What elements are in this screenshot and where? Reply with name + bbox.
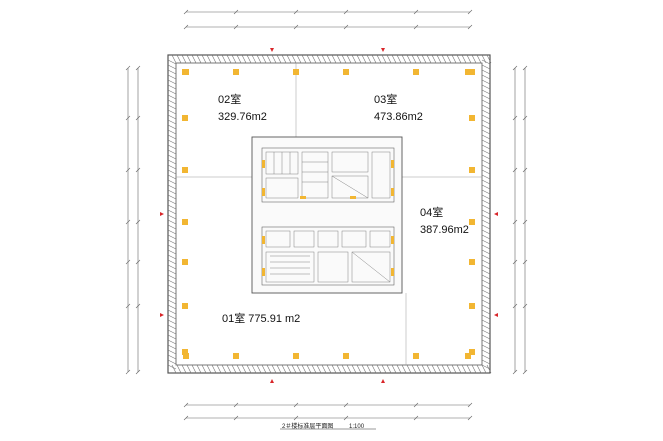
- column: [233, 353, 239, 359]
- column: [343, 69, 349, 75]
- room-03-area: 473.86m2: [374, 111, 423, 123]
- column: [182, 167, 188, 173]
- dimension-ticks: [125, 9, 528, 421]
- column: [293, 69, 299, 75]
- column: [413, 353, 419, 359]
- room-04-area: 387.96m2: [420, 224, 469, 236]
- column: [293, 353, 299, 359]
- column: [182, 69, 188, 75]
- column: [469, 167, 475, 173]
- column: [469, 115, 475, 121]
- column: [469, 69, 475, 75]
- column: [183, 353, 189, 359]
- column: [469, 219, 475, 225]
- room-02-area: 329.76m2: [218, 111, 267, 123]
- column: [233, 69, 239, 75]
- drawing-scale: 1:100: [349, 424, 365, 430]
- column: [465, 353, 471, 359]
- column: [465, 69, 471, 75]
- outer-wall: [167, 54, 492, 374]
- dimension-lines: [127, 11, 526, 419]
- column: [469, 303, 475, 309]
- room-01-label: 01室 775.91 m2: [222, 313, 301, 325]
- column: [182, 303, 188, 309]
- room-03-name: 03室: [374, 94, 398, 106]
- drawing-title: 2＃楼标准层平面图: [282, 424, 334, 430]
- column: [182, 349, 188, 355]
- section-markers: [160, 48, 498, 383]
- column: [413, 69, 419, 75]
- column: [343, 353, 349, 359]
- drawing-title-block: 2＃楼标准层平面图 1:100: [282, 421, 378, 430]
- room-02-name: 02室: [218, 94, 242, 106]
- column: [182, 219, 188, 225]
- core-block: [251, 136, 403, 294]
- room-04-name: 04室: [420, 207, 444, 219]
- column: [469, 259, 475, 265]
- column: [182, 259, 188, 265]
- column: [182, 115, 188, 121]
- structural-columns: [182, 69, 475, 359]
- column: [469, 349, 475, 355]
